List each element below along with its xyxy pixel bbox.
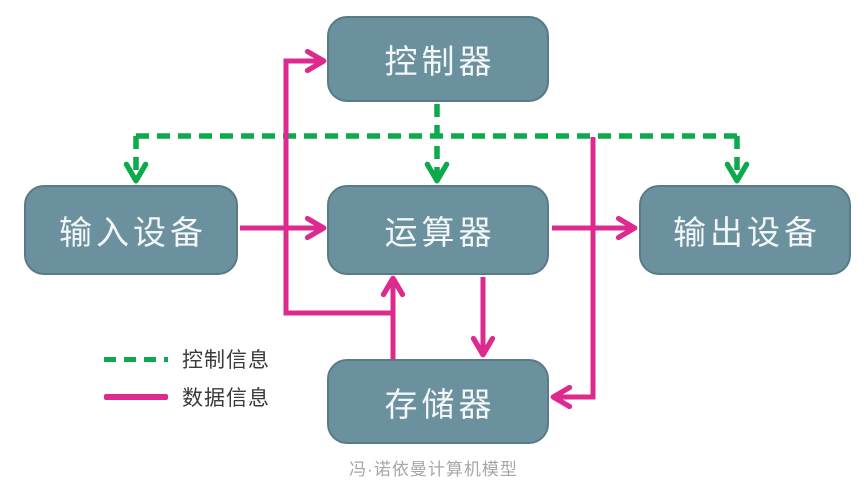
legend: 控制信息 数据信息 [104,340,270,416]
node-alu-label: 运算器 [384,214,496,251]
node-memory: 存储器 [327,359,549,444]
node-output-device-label: 输出设备 [673,214,821,251]
legend-item-data: 数据信息 [104,378,270,416]
node-input-device: 输入设备 [24,185,238,275]
legend-control-label: 控制信息 [182,349,270,372]
diagram-caption: 冯·诺依曼计算机模型 [349,460,518,479]
legend-item-control: 控制信息 [104,340,270,378]
node-alu: 运算器 [327,185,549,275]
edge-bus-to-memory [550,137,596,410]
node-controller: 控制器 [327,16,549,102]
node-output-device: 输出设备 [639,185,851,275]
control-line-swatch [104,356,168,362]
node-input-device-label: 输入设备 [59,214,207,251]
node-memory-label: 存储器 [384,385,496,423]
data-line-swatch [104,394,168,400]
legend-data-label: 数据信息 [182,387,270,410]
node-controller-label: 控制器 [384,43,496,80]
